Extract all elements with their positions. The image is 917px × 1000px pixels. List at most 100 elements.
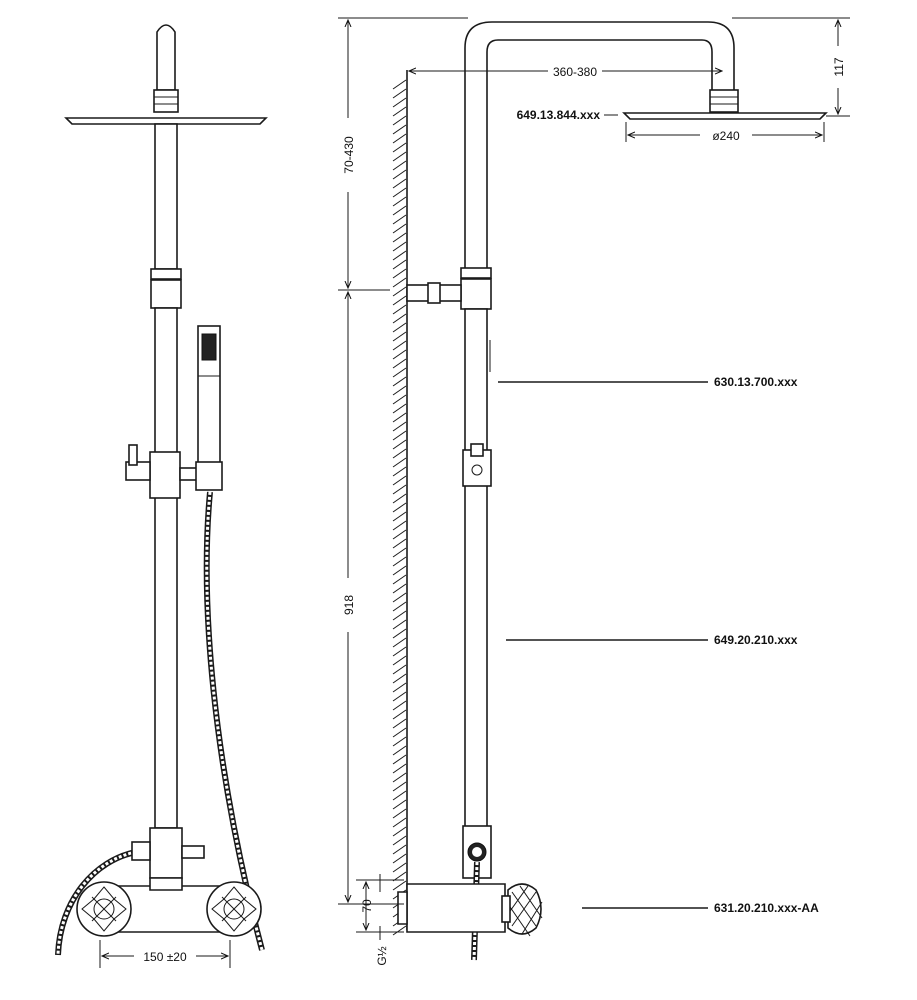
front-column-main — [154, 307, 178, 829]
hatch-line — [392, 151, 407, 162]
code-mixer: 631.20.210.xxx-AA — [714, 901, 819, 915]
hatch-line — [392, 214, 407, 225]
hatch-line — [392, 844, 407, 855]
hatch-line — [392, 376, 407, 387]
front-column-upper — [154, 123, 178, 270]
front-left-knob — [76, 881, 132, 937]
hatch-line — [392, 673, 407, 684]
hatch-line — [392, 178, 407, 189]
hatch-line — [392, 736, 407, 747]
side-view: 649.13.844.xxx 630.13.700.xxx 649.20.210… — [338, 17, 850, 966]
hatch-line — [392, 592, 407, 603]
side-column-joint — [460, 267, 492, 279]
hatch-line — [392, 313, 407, 324]
hatch-line — [392, 853, 407, 864]
hatch-line — [392, 349, 407, 360]
hatch-line — [392, 709, 407, 720]
hatch-line — [392, 502, 407, 513]
hatch-line — [392, 367, 407, 378]
hatch-line — [392, 817, 407, 828]
hatch-line — [392, 664, 407, 675]
dim-head-height: 117 — [832, 57, 846, 76]
hatch-line — [392, 79, 407, 90]
front-column-joint — [150, 268, 182, 280]
hatch-line — [392, 331, 407, 342]
hatch-line — [392, 763, 407, 774]
hatch-line — [392, 421, 407, 432]
code-head-shower: 649.13.844.xxx — [517, 108, 601, 122]
hatch-line — [392, 610, 407, 621]
dim-arm-reach: 360-380 — [553, 65, 597, 79]
hatch-line — [392, 745, 407, 756]
hatch-line — [392, 772, 407, 783]
hatch-line — [392, 556, 407, 567]
hatch-line — [392, 196, 407, 207]
side-mixer-body — [406, 883, 506, 933]
hatch-line — [392, 250, 407, 261]
hatch-line — [392, 385, 407, 396]
hatch-line — [392, 142, 407, 153]
hatch-line — [392, 133, 407, 144]
hatch-line — [392, 412, 407, 423]
hatch-line — [392, 106, 407, 117]
hatch-line — [392, 700, 407, 711]
hatch-line — [392, 520, 407, 531]
side-shower-arm — [464, 21, 735, 268]
hatch-line — [392, 727, 407, 738]
hatch-line — [392, 880, 407, 891]
hatch-line — [392, 277, 407, 288]
hatch-line — [392, 205, 407, 216]
hatch-line — [392, 340, 407, 351]
hatch-line — [392, 88, 407, 99]
side-column-main — [464, 308, 488, 828]
hatch-line — [392, 628, 407, 639]
hatch-line — [392, 682, 407, 693]
hatch-line — [392, 115, 407, 126]
dim-inlet-spacing: 150 ±20 — [143, 950, 187, 964]
hatch-line — [392, 601, 407, 612]
hatch-line — [392, 646, 407, 657]
front-top-rod — [156, 24, 176, 91]
dim-thread: G½ — [375, 946, 389, 965]
hatch-line — [392, 547, 407, 558]
hatch-line — [392, 160, 407, 171]
side-head-connector — [709, 89, 739, 113]
hatch-line — [392, 268, 407, 279]
hatch-line — [392, 655, 407, 666]
hatch-line — [392, 574, 407, 585]
hatch-line — [392, 754, 407, 765]
front-diverter-body — [149, 451, 181, 499]
hatch-line — [392, 223, 407, 234]
hatch-line — [392, 493, 407, 504]
front-view: 150 ±20 — [55, 24, 268, 968]
hatch-line — [392, 124, 407, 135]
hatch-line — [392, 232, 407, 243]
hatch-line — [392, 718, 407, 729]
hatch-line — [392, 529, 407, 540]
hatch-line — [392, 403, 407, 414]
hatch-line — [392, 799, 407, 810]
hatch-line — [392, 259, 407, 270]
hatch-line — [392, 862, 407, 873]
hatch-line — [392, 781, 407, 792]
dim-column-height: 918 — [342, 595, 356, 615]
front-diverter-lever — [125, 461, 151, 481]
hatch-line — [392, 430, 407, 441]
hatch-line — [392, 394, 407, 405]
hatch-line — [392, 619, 407, 630]
front-head-connector — [153, 89, 179, 113]
hatch-line — [392, 457, 407, 468]
hatch-line — [392, 448, 407, 459]
hatch-line — [392, 358, 407, 369]
dim-total-top: 70-430 — [342, 136, 356, 174]
hatch-line — [392, 439, 407, 450]
front-shower-head — [64, 117, 268, 125]
code-column: 649.20.210.xxx — [714, 633, 798, 647]
hatch-line — [392, 304, 407, 315]
hatch-line — [392, 169, 407, 180]
front-right-knob — [206, 881, 262, 937]
hatch-line — [392, 286, 407, 297]
hatch-line — [392, 538, 407, 549]
hatch-line — [392, 835, 407, 846]
code-hand-shower: 630.13.700.xxx — [714, 375, 798, 389]
